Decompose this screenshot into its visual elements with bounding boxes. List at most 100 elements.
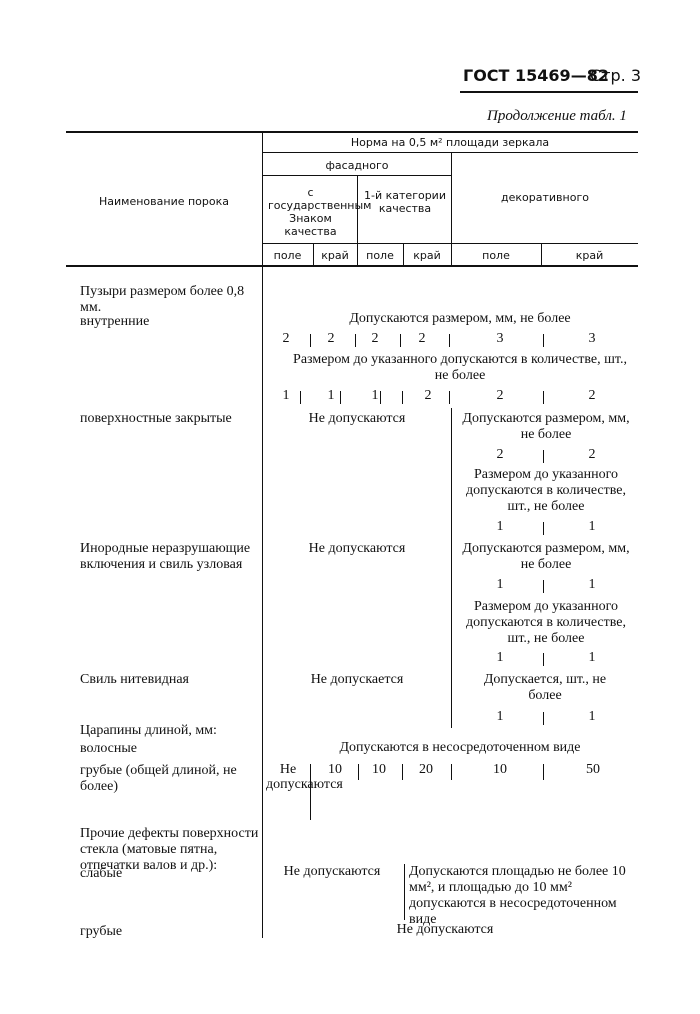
sub-field-1: поле (273, 249, 302, 262)
thread-label: Свиль нитевидная (80, 672, 189, 687)
thread-dec-count-2: 1 (588, 709, 596, 724)
internal-count-4: 2 (424, 388, 432, 403)
sep-d2 (543, 653, 544, 666)
foreign-fac: Не допускаются (308, 541, 406, 556)
other-label: Прочие дефекты поверхности стекла (матов… (80, 826, 259, 873)
internal-size-2: 2 (327, 331, 335, 346)
internal-size-5: 3 (496, 331, 504, 346)
sep-f1 (310, 764, 311, 820)
sep-a1 (310, 334, 311, 347)
surface-dec-size-2: 2 (588, 447, 596, 462)
table-head-rule (66, 265, 638, 267)
sub-field-3: поле (482, 249, 510, 262)
vline-sub3 (403, 243, 404, 266)
foreign-dec-count-1: 1 (496, 650, 504, 665)
hline-norm (262, 152, 638, 153)
rough-value-1: 10 (328, 762, 342, 777)
bubbles-label: Пузыри размером более 0,8 мм. (80, 284, 245, 315)
col-norm: Норма на 0,5 м² площади зеркала (350, 136, 550, 149)
surface-dec-size-1: 2 (496, 447, 504, 462)
col-state-mark: с государственным Знаком качества (268, 186, 372, 238)
foreign-dec-size-2: 1 (588, 577, 596, 592)
foreign-dec-count-text: Размером до указанного допускаются в кол… (465, 599, 627, 646)
internal-size-4: 2 (418, 331, 426, 346)
sep-b4 (402, 391, 403, 404)
sep-d1 (543, 580, 544, 593)
col-first-cat: 1-й категории качества (364, 189, 446, 215)
hline-subhead (262, 243, 638, 244)
internal-label: внутренние (80, 314, 150, 329)
vline-state-first (357, 175, 358, 266)
internal-size-6: 3 (588, 331, 596, 346)
vline-body-dec (451, 408, 452, 728)
weak-fac: Не допускаются (283, 864, 381, 879)
surface-dec-count-2: 1 (588, 519, 596, 534)
page-label: Стр. 3 (590, 66, 641, 85)
weak-label: слабые (80, 866, 123, 881)
sub-edge-1: край (321, 249, 349, 262)
vline-sub5 (541, 243, 542, 266)
col-facade: фасадного (325, 159, 389, 172)
internal-allowed: Допускаются размером, мм, не более (349, 311, 571, 326)
thread-fac: Не допускается (310, 672, 404, 687)
sep-f3 (402, 764, 403, 780)
scratch-label: Царапины длиной, мм: (80, 723, 217, 738)
sep-a4 (449, 334, 450, 347)
vline-name (262, 132, 263, 266)
thread-dec-count-1: 1 (496, 709, 504, 724)
rough-label: грубые (общей длиной, не более) (80, 763, 237, 794)
sep-b2 (340, 391, 341, 404)
internal-size-3: 2 (371, 331, 379, 346)
surface-dec-count-1: 1 (496, 519, 504, 534)
surface-label: поверхностные закрытые (80, 411, 232, 426)
internal-count-6: 2 (588, 388, 596, 403)
foreign-dec-allowed: Допускаются размером, мм, не более (462, 541, 630, 572)
vline-sub1 (313, 243, 314, 266)
col-decorative: декоративного (501, 191, 589, 204)
foreign-label: Инородные неразрушающие включения и свил… (80, 541, 251, 572)
sep-c1 (543, 450, 544, 463)
rough-value-4: 10 (493, 762, 507, 777)
rough-value-2: 10 (372, 762, 386, 777)
internal-size-1: 2 (282, 331, 290, 346)
header-rule (460, 91, 638, 93)
vline-body-name (262, 266, 263, 938)
sep-a3 (400, 334, 401, 347)
vline-facade-dec (451, 152, 452, 266)
rough-value-5: 50 (586, 762, 600, 777)
sep-f4 (451, 764, 452, 780)
sub-edge-2: край (413, 249, 441, 262)
sep-b3 (380, 391, 381, 404)
foreign-dec-size-1: 1 (496, 577, 504, 592)
sep-b5 (449, 391, 450, 404)
sep-f5 (543, 764, 544, 780)
internal-count-text: Размером до указанного допускаются в кол… (293, 352, 627, 383)
gross-label: грубые (80, 924, 123, 939)
internal-count-5: 2 (496, 388, 504, 403)
sub-field-2: поле (366, 249, 394, 262)
hair-label: волосные (80, 741, 137, 756)
sep-f2 (358, 764, 359, 780)
sep-a5 (543, 334, 544, 347)
thread-dec-allowed: Допускается, шт., не более (483, 672, 607, 703)
doc-code: ГОСТ 15469—82 (463, 66, 609, 85)
hair-value: Допускаются в несосредоточенном виде (339, 740, 581, 755)
foreign-dec-count-2: 1 (588, 650, 596, 665)
sep-b1 (300, 391, 301, 404)
sep-b6 (543, 391, 544, 404)
gross-value: Не допускаются (396, 922, 494, 937)
rough-value-3: 20 (419, 762, 433, 777)
sep-c2 (543, 522, 544, 535)
surface-dec-allowed: Допускаются размером, мм, не более (462, 411, 630, 442)
col-defect-name: Наименование порока (99, 195, 229, 208)
internal-count-1: 1 (282, 388, 290, 403)
internal-count-2: 1 (327, 388, 335, 403)
surface-fac: Не допускаются (308, 411, 406, 426)
weak-dec: Допускаются площадью не более 10 мм², и … (409, 864, 626, 927)
surface-dec-count-text: Размером до указанного допускаются в кол… (465, 467, 627, 514)
sep-a2 (355, 334, 356, 347)
continuation-label: Продолжение табл. 1 (487, 108, 627, 124)
sub-edge-3: край (575, 249, 604, 262)
table-top-rule (66, 131, 638, 133)
sep-e1 (543, 712, 544, 725)
